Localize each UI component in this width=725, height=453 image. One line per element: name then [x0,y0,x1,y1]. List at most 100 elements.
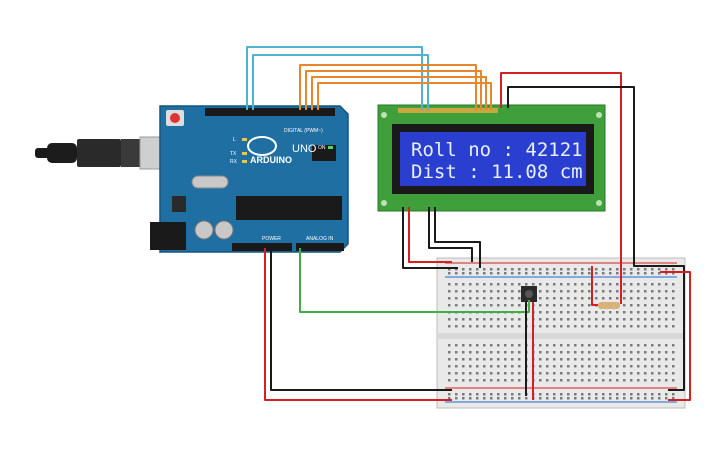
breadboard-hole [483,290,486,293]
breadboard-hole [490,268,493,271]
breadboard-hole [581,372,584,375]
breadboard-hole [448,272,451,275]
breadboard-hole [616,297,619,300]
breadboard-hole [539,311,542,314]
breadboard-hole [665,393,668,396]
breadboard-hole [651,290,654,293]
breadboard-hole [574,397,577,400]
breadboard-hole [658,358,661,361]
breadboard-hole [511,283,514,286]
breadboard-hole [616,311,619,314]
breadboard-hole [469,268,472,271]
breadboard-hole [672,311,675,314]
breadboard-hole [672,351,675,354]
breadboard-hole [651,268,654,271]
breadboard-hole [511,318,514,321]
breadboard-hole [581,318,584,321]
breadboard-hole [637,379,640,382]
breadboard-hole [588,325,591,328]
breadboard-hole [665,358,668,361]
breadboard-hole [462,358,465,361]
breadboard-hole [602,311,605,314]
breadboard-hole [448,304,451,307]
breadboard-hole [546,397,549,400]
breadboard-hole [455,365,458,368]
breadboard-hole [574,393,577,396]
breadboard-hole [616,344,619,347]
breadboard-hole [644,304,647,307]
breadboard-hole [525,272,528,275]
breadboard-hole [539,325,542,328]
breadboard-hole [546,268,549,271]
breadboard-hole [504,351,507,354]
breadboard-hole [448,397,451,400]
breadboard-hole [497,393,500,396]
breadboard-hole [483,397,486,400]
breadboard-hole [497,297,500,300]
breadboard-hole [546,393,549,396]
breadboard-hole [609,290,612,293]
breadboard-hole [476,351,479,354]
breadboard-hole [490,351,493,354]
breadboard-hole [609,397,612,400]
breadboard-hole [560,304,563,307]
breadboard-hole [497,358,500,361]
breadboard-hole [616,365,619,368]
breadboard-hole [462,372,465,375]
breadboard-hole [448,297,451,300]
breadboard-hole [469,283,472,286]
breadboard-hole [630,351,633,354]
breadboard-hole [567,318,570,321]
breadboard-hole [553,283,556,286]
breadboard-hole [637,372,640,375]
arduino-brand-label: ARDUINO [250,155,292,165]
breadboard-hole [581,283,584,286]
breadboard-hole [651,283,654,286]
breadboard-hole [658,311,661,314]
breadboard-hole [672,365,675,368]
breadboard-hole [637,290,640,293]
breadboard-hole [504,272,507,275]
breadboard-hole [518,344,521,347]
breadboard-hole [658,318,661,321]
breadboard-hole [637,318,640,321]
breadboard-hole [588,372,591,375]
breadboard-hole [588,290,591,293]
breadboard-hole [567,297,570,300]
breadboard-hole [546,318,549,321]
breadboard-hole [511,297,514,300]
breadboard-hole [469,344,472,347]
breadboard-hole [462,365,465,368]
breadboard-hole [560,344,563,347]
breadboard-hole [511,358,514,361]
breadboard-hole [455,372,458,375]
breadboard-hole [553,290,556,293]
breadboard-hole [455,290,458,293]
breadboard-hole [469,325,472,328]
breadboard-hole [630,372,633,375]
breadboard-hole [511,304,514,307]
breadboard-hole [511,325,514,328]
breadboard-hole [539,283,542,286]
breadboard-hole [616,397,619,400]
breadboard-hole [595,358,598,361]
breadboard-hole [609,272,612,275]
breadboard-hole [504,268,507,271]
breadboard-hole [658,372,661,375]
breadboard-hole [651,318,654,321]
breadboard-hole [630,325,633,328]
breadboard-hole [637,297,640,300]
breadboard-hole [644,290,647,293]
breadboard-hole [574,372,577,375]
breadboard-hole [546,290,549,293]
breadboard-hole [455,297,458,300]
breadboard-hole [581,351,584,354]
breadboard-hole [665,297,668,300]
breadboard-hole [609,393,612,396]
breadboard-hole [469,272,472,275]
breadboard-hole [595,379,598,382]
breadboard-hole [539,344,542,347]
breadboard-hole [658,325,661,328]
breadboard-hole [539,268,542,271]
breadboard-hole [476,344,479,347]
